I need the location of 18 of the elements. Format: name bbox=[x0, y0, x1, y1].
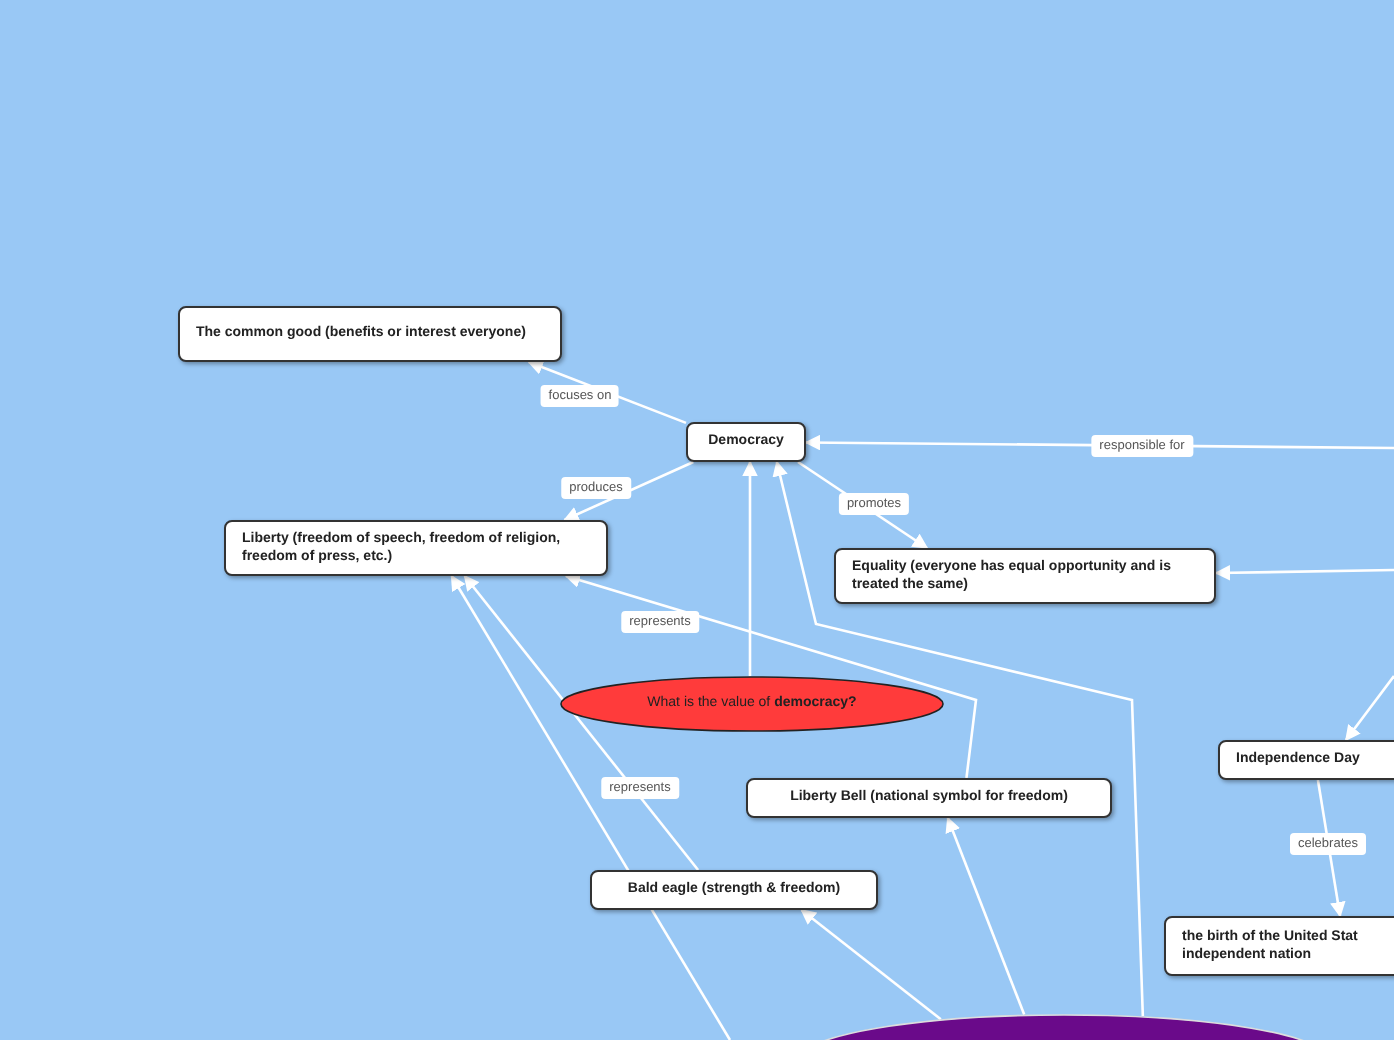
arrow bbox=[1214, 565, 1394, 581]
concept-box bbox=[178, 306, 562, 362]
concept-box bbox=[686, 422, 806, 462]
arrow bbox=[463, 574, 700, 871]
arrow bbox=[450, 574, 732, 1040]
arrow bbox=[563, 460, 694, 522]
arrow bbox=[800, 908, 942, 1021]
concept-box bbox=[834, 548, 1216, 604]
arrow bbox=[742, 460, 758, 676]
concept-box bbox=[224, 520, 608, 576]
concept-box bbox=[1164, 916, 1394, 976]
arrow bbox=[564, 572, 978, 779]
arrow bbox=[945, 816, 1026, 1015]
arrow bbox=[1344, 675, 1394, 742]
concept-box bbox=[1218, 740, 1394, 780]
arrow bbox=[772, 460, 1145, 1017]
concept-box bbox=[590, 870, 878, 910]
concept-box bbox=[746, 778, 1112, 818]
